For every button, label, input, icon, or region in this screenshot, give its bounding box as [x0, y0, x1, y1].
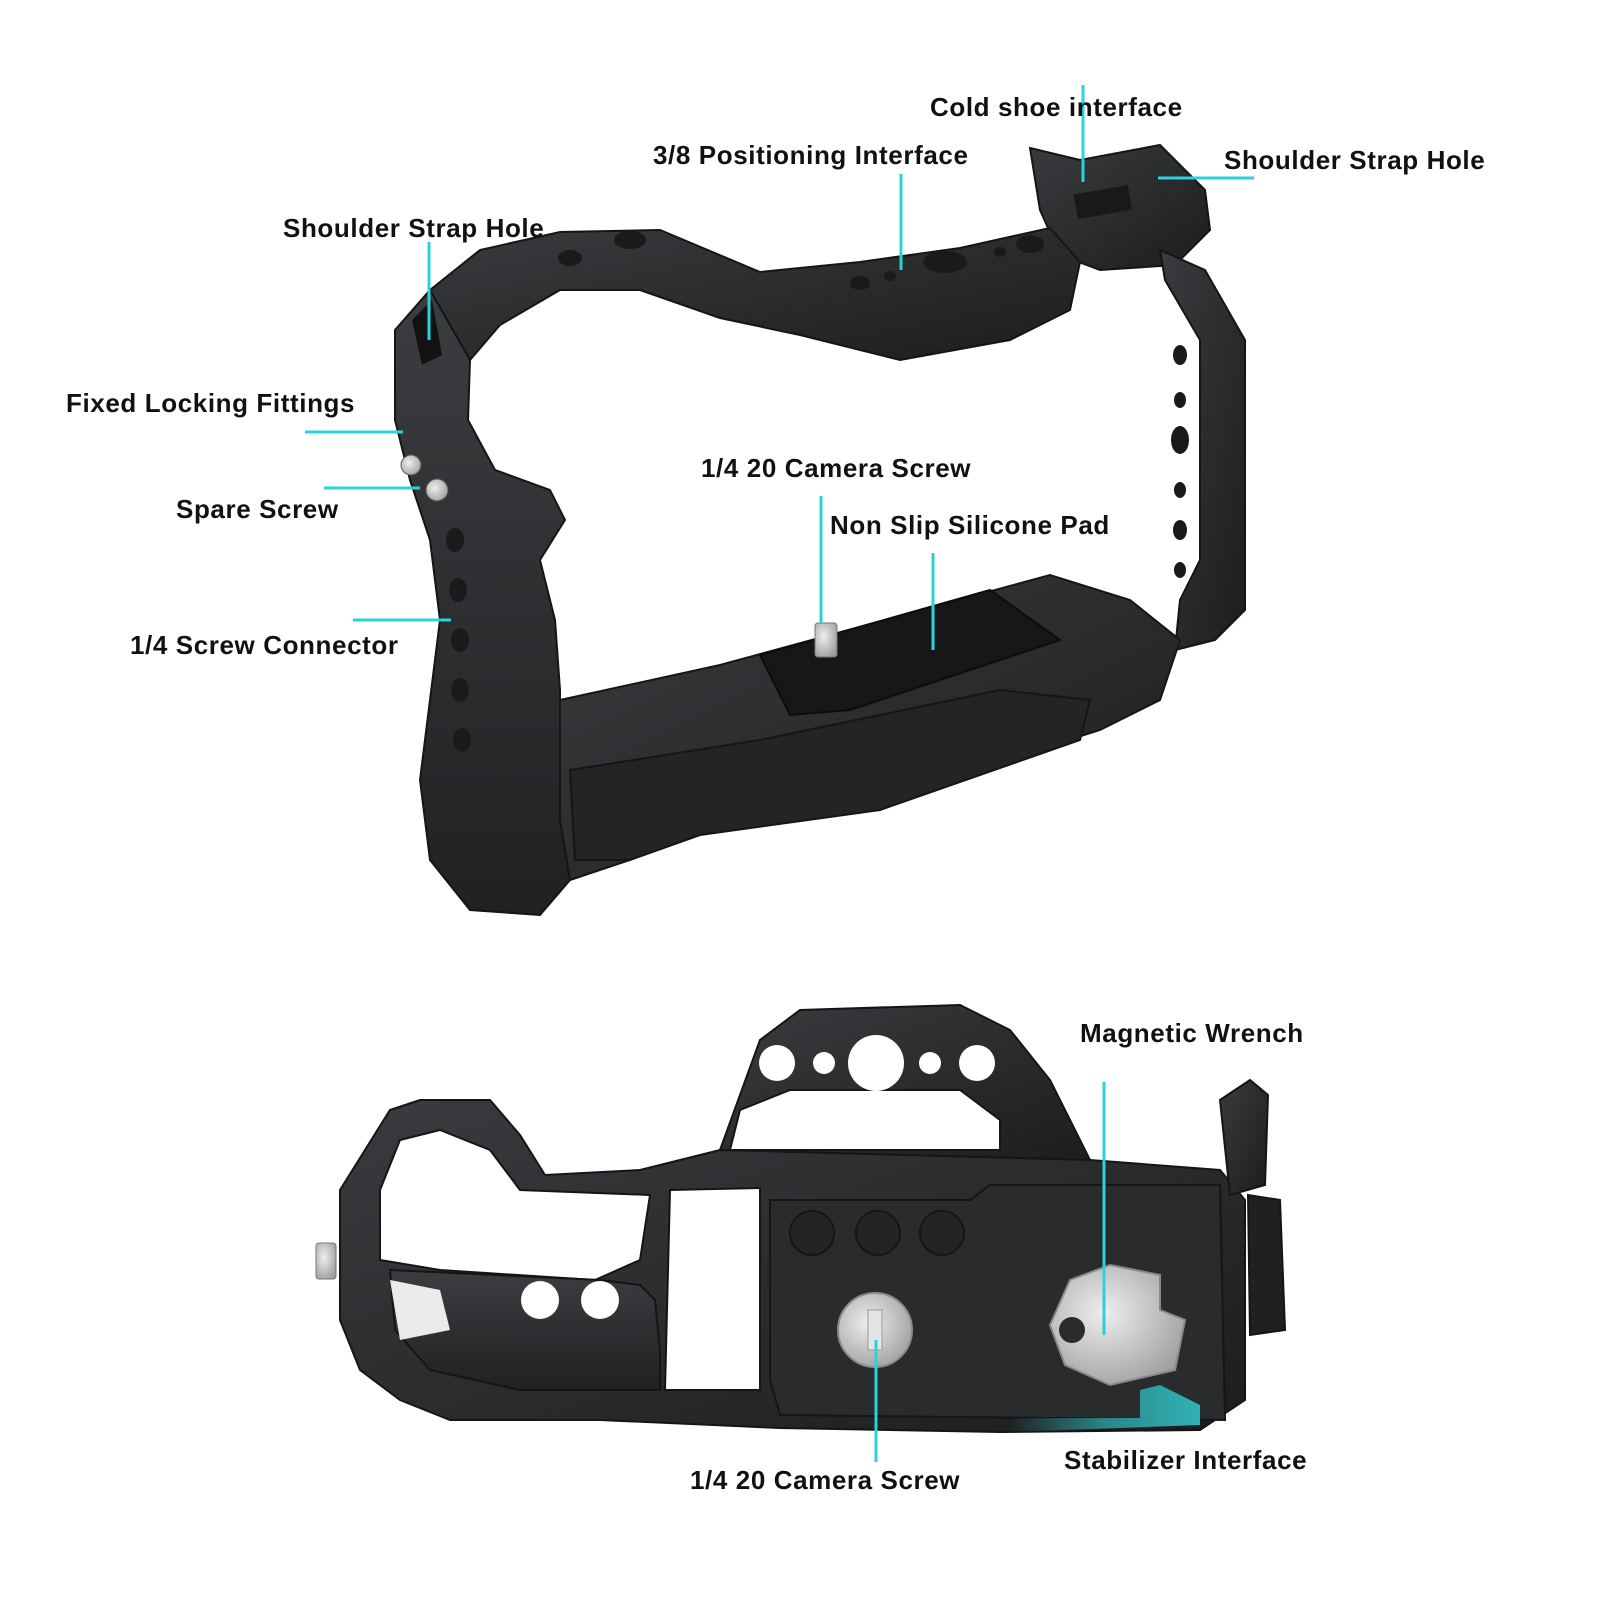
label-shoulder-strap-hole-right: Shoulder Strap Hole: [1224, 145, 1486, 175]
label-screw-connector: 1/4 Screw Connector: [130, 630, 399, 660]
label-silicone-pad: Non Slip Silicone Pad: [830, 510, 1110, 540]
label-positioning-interface: 3/8 Positioning Interface: [653, 140, 969, 170]
leader-lines: [305, 85, 1254, 1462]
label-spare-screw: Spare Screw: [176, 494, 339, 524]
label-fixed-locking-fittings: Fixed Locking Fittings: [66, 388, 356, 418]
label-magnetic-wrench: Magnetic Wrench: [1080, 1018, 1304, 1048]
camera-cage-front-icon: [394, 143, 1246, 917]
label-cold-shoe-interface: Cold shoe interface: [930, 92, 1183, 122]
label-shoulder-strap-hole-left: Shoulder Strap Hole: [283, 213, 545, 243]
label-camera-screw-top: 1/4 20 Camera Screw: [701, 453, 972, 483]
label-camera-screw-bottom: 1/4 20 Camera Screw: [690, 1465, 961, 1495]
label-stabilizer-interface: Stabilizer Interface: [1064, 1445, 1308, 1475]
camera-cage-bottom-icon: [315, 1003, 1287, 1434]
